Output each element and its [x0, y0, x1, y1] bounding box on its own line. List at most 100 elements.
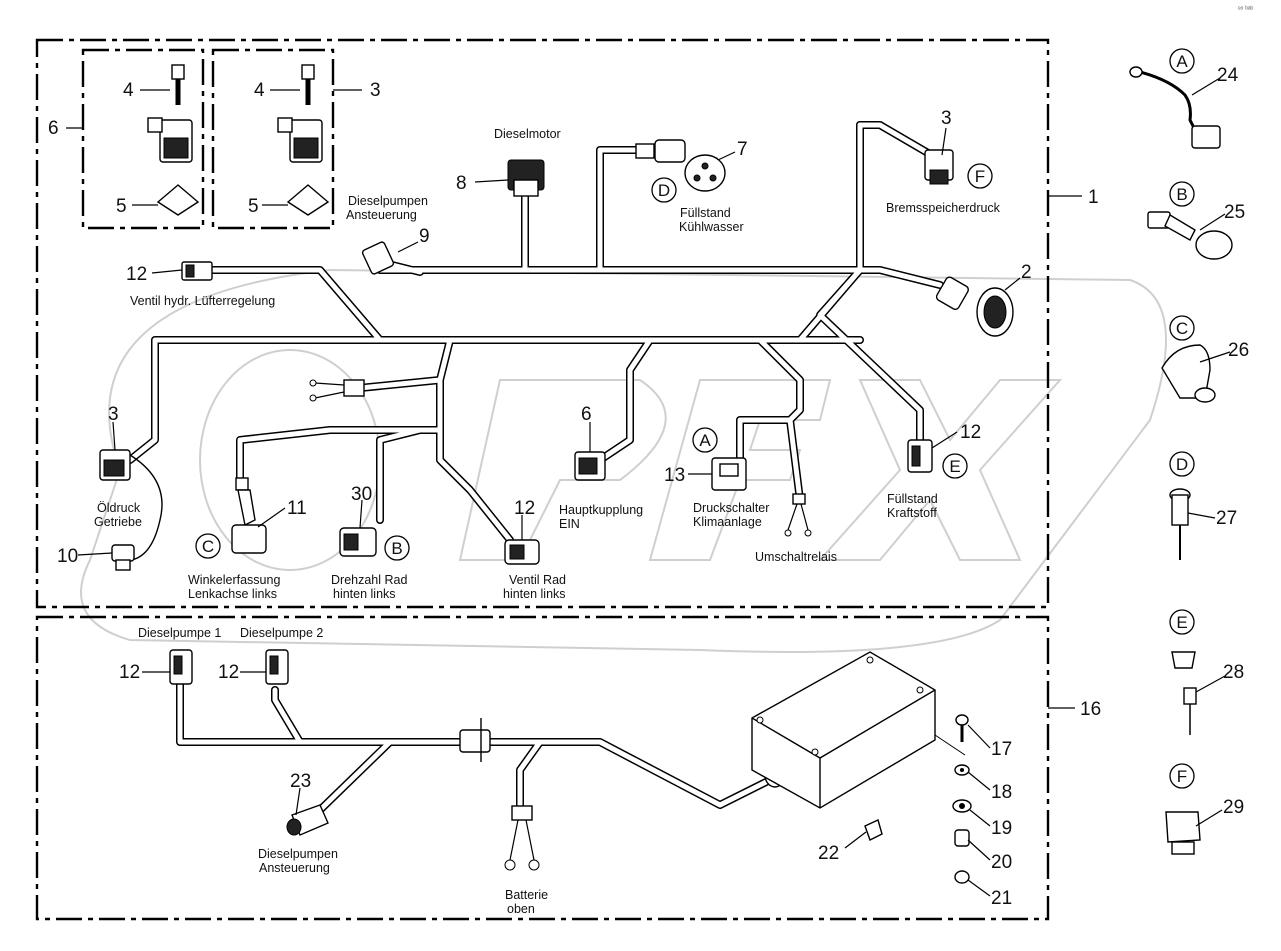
switch-10	[111, 544, 135, 571]
callout-4: 4	[123, 80, 134, 101]
callout-22: 22	[818, 843, 839, 864]
label-ein: EIN	[559, 517, 580, 531]
control-box	[751, 651, 966, 809]
label-dieselpumpe-1: Dieselpumpe 1	[138, 626, 221, 640]
connector-12-wheelvalve	[504, 539, 540, 565]
label-ventil-rad: Ventil Rad	[509, 573, 566, 587]
letter-b: B	[1176, 185, 1187, 204]
label-oeldruck: Öldruck	[97, 501, 141, 515]
letter-c: C	[1176, 319, 1188, 338]
callout-1: 1	[1088, 187, 1099, 208]
callout-19: 19	[991, 818, 1012, 839]
label-dieselpumpe-2: Dieselpumpe 2	[240, 626, 323, 640]
label-dieselpumpen-lower: Dieselpumpen	[258, 847, 338, 861]
label-umschaltrelais: Umschaltrelais	[755, 550, 837, 564]
sensor-6-clutch	[574, 451, 606, 481]
callout-16: 16	[1080, 699, 1101, 720]
callout-21: 21	[991, 888, 1012, 909]
label-hinten-links: hinten links	[333, 587, 396, 601]
connector-12-fan	[181, 261, 213, 281]
label-fuellstand: Füllstand	[680, 206, 731, 220]
lower-frame	[35, 615, 1050, 921]
callout-29: 29	[1223, 797, 1244, 818]
hardware-17-21	[864, 714, 972, 884]
connector-11-steering	[231, 477, 267, 554]
letter-b: B	[391, 539, 402, 558]
label-lenkachse: Lenkachse links	[188, 587, 277, 601]
connector-2-round	[935, 276, 1014, 337]
callout-11: 11	[287, 498, 307, 519]
callout-10: 10	[57, 546, 78, 567]
letter-d: D	[658, 181, 670, 200]
label-batterie: Batterie	[505, 888, 548, 902]
component-labels: Dieselmotor Dieselpumpen Ansteuerung Fül…	[94, 127, 1001, 916]
callout-18: 18	[991, 782, 1012, 803]
letter-c: C	[202, 537, 214, 556]
callout-23: 23	[290, 771, 311, 792]
callout-17: 17	[991, 739, 1012, 760]
subbox-3	[211, 48, 335, 230]
label-hinten-links: hinten links	[503, 587, 566, 601]
callout-7: 7	[737, 139, 748, 160]
sensor-3-brake	[924, 149, 954, 185]
connector-30-speed	[339, 527, 377, 557]
side-parts	[1129, 66, 1233, 855]
sensor-3-oil	[99, 449, 131, 481]
label-fuellstand-kraft: Füllstand	[887, 492, 938, 506]
label-dieselpumpen: Dieselpumpen	[348, 194, 428, 208]
callout-4: 4	[254, 80, 265, 101]
connector-8-dieselmotor	[507, 159, 545, 197]
callout-9: 9	[419, 226, 430, 247]
callout-28: 28	[1223, 662, 1244, 683]
letter-f: F	[975, 167, 985, 186]
label-ansteuerung: Ansteuerung	[346, 208, 417, 222]
upper-frame	[35, 38, 1050, 609]
letter-f: F	[1177, 767, 1187, 786]
label-bremsspeicherdruck: Bremsspeicherdruck	[886, 201, 1001, 215]
sensor-7-coolant	[635, 139, 726, 192]
label-kraftstoff: Kraftstoff	[887, 506, 937, 520]
callout-30: 30	[351, 484, 372, 505]
label-winkelerfassung: Winkelerfassung	[188, 573, 280, 587]
label-hauptkupplung: Hauptkupplung	[559, 503, 643, 517]
letter-a: A	[1176, 52, 1188, 71]
callout-20: 20	[991, 852, 1012, 873]
label-ansteuerung-lower: Ansteuerung	[259, 861, 330, 875]
corner-mark: ᵉᵒ ᵇᵃᵇ	[1238, 6, 1253, 13]
label-druckschalter: Druckschalter	[693, 501, 769, 515]
wire-ends-upper	[309, 379, 365, 402]
callout-12: 12	[218, 662, 239, 683]
callout-2: 2	[1021, 262, 1032, 283]
label-getriebe: Getriebe	[94, 515, 142, 529]
bolt-and-sensor-3	[277, 64, 330, 216]
label-kuehlwasser: Kühlwasser	[679, 220, 744, 234]
callout-12: 12	[119, 662, 140, 683]
lower-components	[169, 649, 786, 871]
callout-6: 6	[581, 404, 592, 425]
callout-12: 12	[126, 264, 147, 285]
label-ventil-luefter: Ventil hydr. Lüfterregelung	[130, 294, 275, 308]
callout-8: 8	[456, 173, 467, 194]
callout-12: 12	[514, 498, 535, 519]
callout-13: 13	[664, 465, 685, 486]
sensor-wire	[119, 454, 163, 562]
callout-5: 5	[116, 196, 127, 217]
bolt-and-sensor-6	[147, 64, 200, 216]
connector-9	[361, 241, 395, 275]
callout-12: 12	[960, 422, 981, 443]
main-harness	[126, 121, 944, 544]
callout-26: 26	[1228, 340, 1249, 361]
label-oben: oben	[507, 902, 535, 916]
connector-12-fuel	[907, 439, 933, 473]
letter-d: D	[1176, 455, 1188, 474]
connector-13-aircon	[711, 457, 747, 491]
leader-lines	[66, 77, 1231, 897]
letter-a: A	[699, 431, 711, 450]
label-klimaanlage: Klimaanlage	[693, 515, 762, 529]
callout-3: 3	[941, 108, 952, 129]
callout-3: 3	[370, 80, 381, 101]
callout-5: 5	[248, 196, 259, 217]
callout-numbers: 4 4 6 3 5 5 8 7 3 1 2 12 9 3 10 11 30 12…	[48, 65, 1249, 909]
relay-wires	[784, 493, 812, 537]
